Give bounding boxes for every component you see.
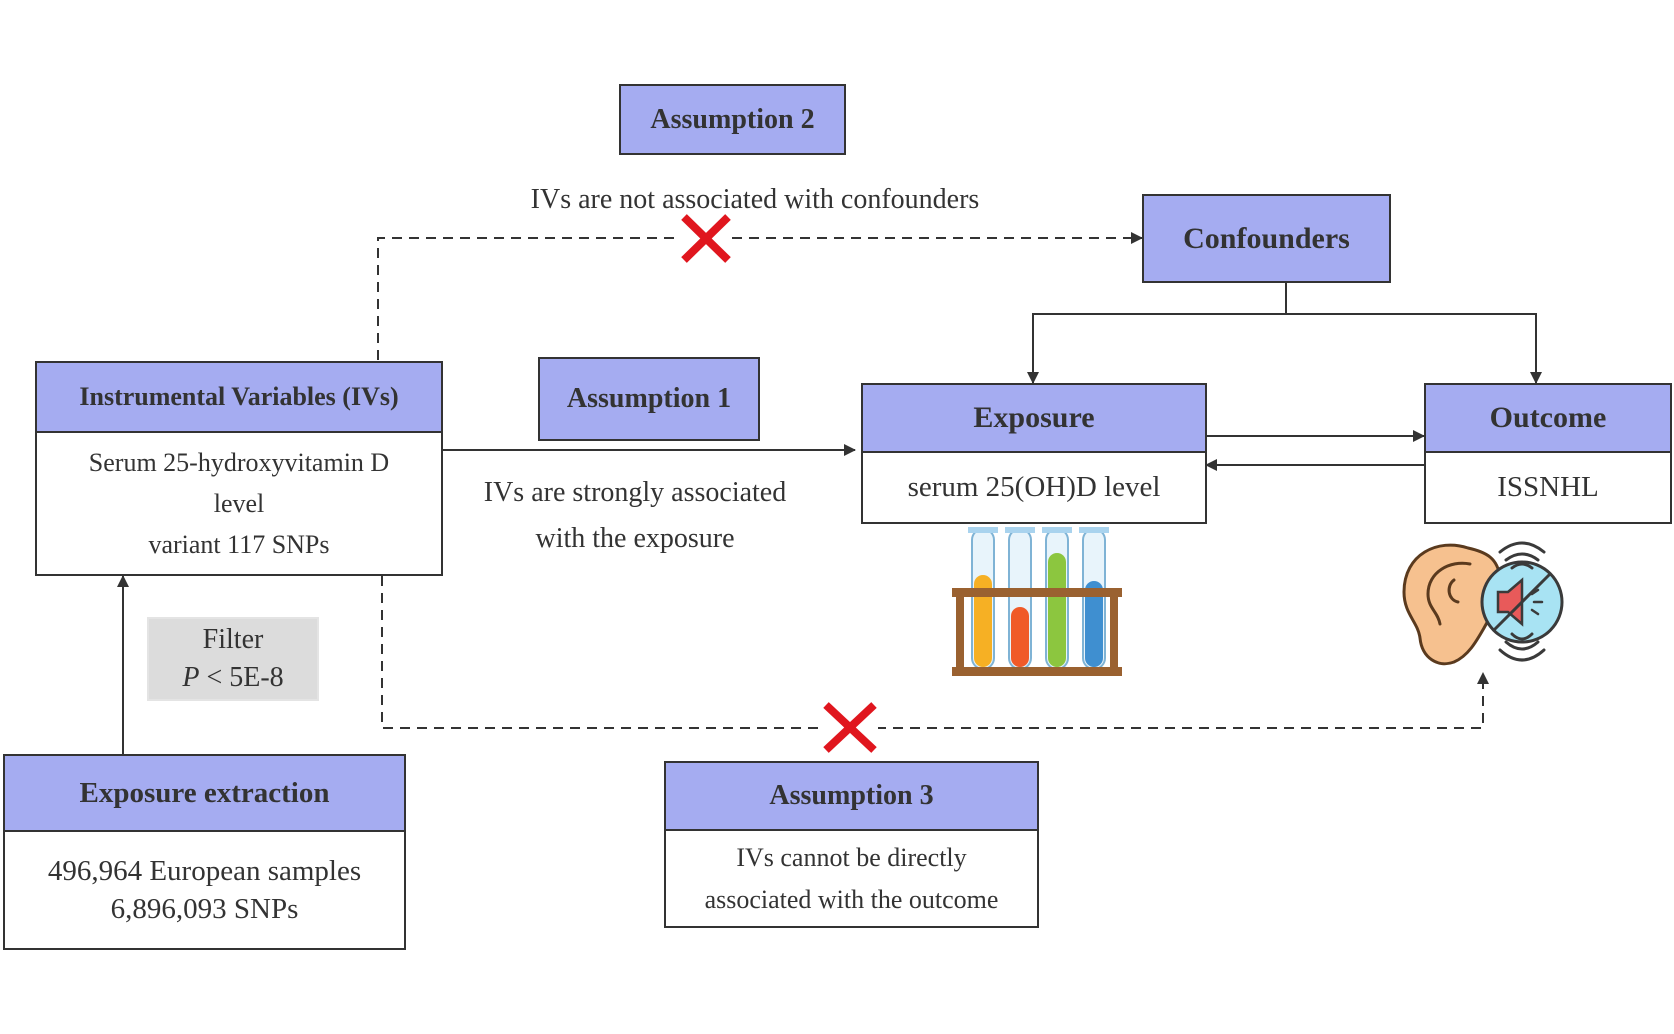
assumption1-description: IVs are strongly associated with the exp… xyxy=(440,470,830,562)
iv-line-1: Serum 25-hydroxyvitamin D xyxy=(88,448,390,477)
filter-label: Filter xyxy=(202,624,264,655)
arrow-iv-to-outcome xyxy=(381,576,1489,729)
arrow-confounders-to-outcome xyxy=(1286,313,1542,384)
filter-criterion-variable: P xyxy=(182,662,200,693)
ear-hearing-loss-icon xyxy=(1402,541,1564,666)
assumption2-box: Assumption 2 xyxy=(619,84,846,155)
confounders-box: Confounders xyxy=(1142,194,1391,283)
outcome-value: ISSNHL xyxy=(1497,471,1599,503)
exposure-box: Exposure serum 25(OH)D level xyxy=(861,383,1207,524)
exposure-extraction-details: 496,964 European samples 6,896,093 SNPs xyxy=(5,832,404,948)
instrumental-variables-details: Serum 25-hydroxyvitamin D level variant … xyxy=(37,433,441,574)
arrow-confounders-to-exposure xyxy=(1027,282,1287,384)
exposure-title: Exposure xyxy=(863,385,1205,453)
assumption1-line-1: IVs are strongly associated xyxy=(483,477,787,508)
assumption3-box: Assumption 3 IVs cannot be directly asso… xyxy=(664,761,1039,928)
cross-icon-assumption3 xyxy=(823,702,877,753)
confounders-title: Confounders xyxy=(1183,221,1350,255)
extraction-line-2: 6,896,093 SNPs xyxy=(110,893,299,925)
outcome-box: Outcome ISSNHL xyxy=(1424,383,1672,524)
filter-box: Filter P < 5E-8 xyxy=(147,617,319,701)
iv-line-2: level xyxy=(213,489,265,518)
assumption3-details: IVs cannot be directly associated with t… xyxy=(666,831,1037,926)
exposure-value: serum 25(OH)D level xyxy=(907,471,1161,503)
assumption2-description: IVs are not associated with confounders xyxy=(530,184,980,215)
assumption3-line-2: associated with the outcome xyxy=(704,884,999,914)
assumption3-title: Assumption 3 xyxy=(666,763,1037,831)
instrumental-variables-box: Instrumental Variables (IVs) Serum 25-hy… xyxy=(35,361,443,576)
filter-criterion: P < 5E-8 xyxy=(182,659,283,697)
arrow-iv-to-confounders xyxy=(377,232,1143,360)
outcome-title: Outcome xyxy=(1426,385,1670,453)
filter-criterion-value: < 5E-8 xyxy=(199,662,284,693)
extraction-line-1: 496,964 European samples xyxy=(47,855,362,887)
iv-line-3: variant 117 SNPs xyxy=(148,530,330,559)
instrumental-variables-title: Instrumental Variables (IVs) xyxy=(37,363,441,433)
test-tubes-icon xyxy=(952,527,1122,676)
cross-icon-assumption2 xyxy=(681,214,731,263)
assumption2-title: Assumption 2 xyxy=(650,103,815,135)
assumption1-line-2: with the exposure xyxy=(535,523,735,554)
assumption3-line-1: IVs cannot be directly xyxy=(736,842,967,872)
exposure-extraction-title: Exposure extraction xyxy=(5,756,404,832)
assumption1-box: Assumption 1 xyxy=(538,357,760,441)
assumption1-title: Assumption 1 xyxy=(566,383,732,414)
exposure-extraction-box: Exposure extraction 496,964 European sam… xyxy=(3,754,406,950)
